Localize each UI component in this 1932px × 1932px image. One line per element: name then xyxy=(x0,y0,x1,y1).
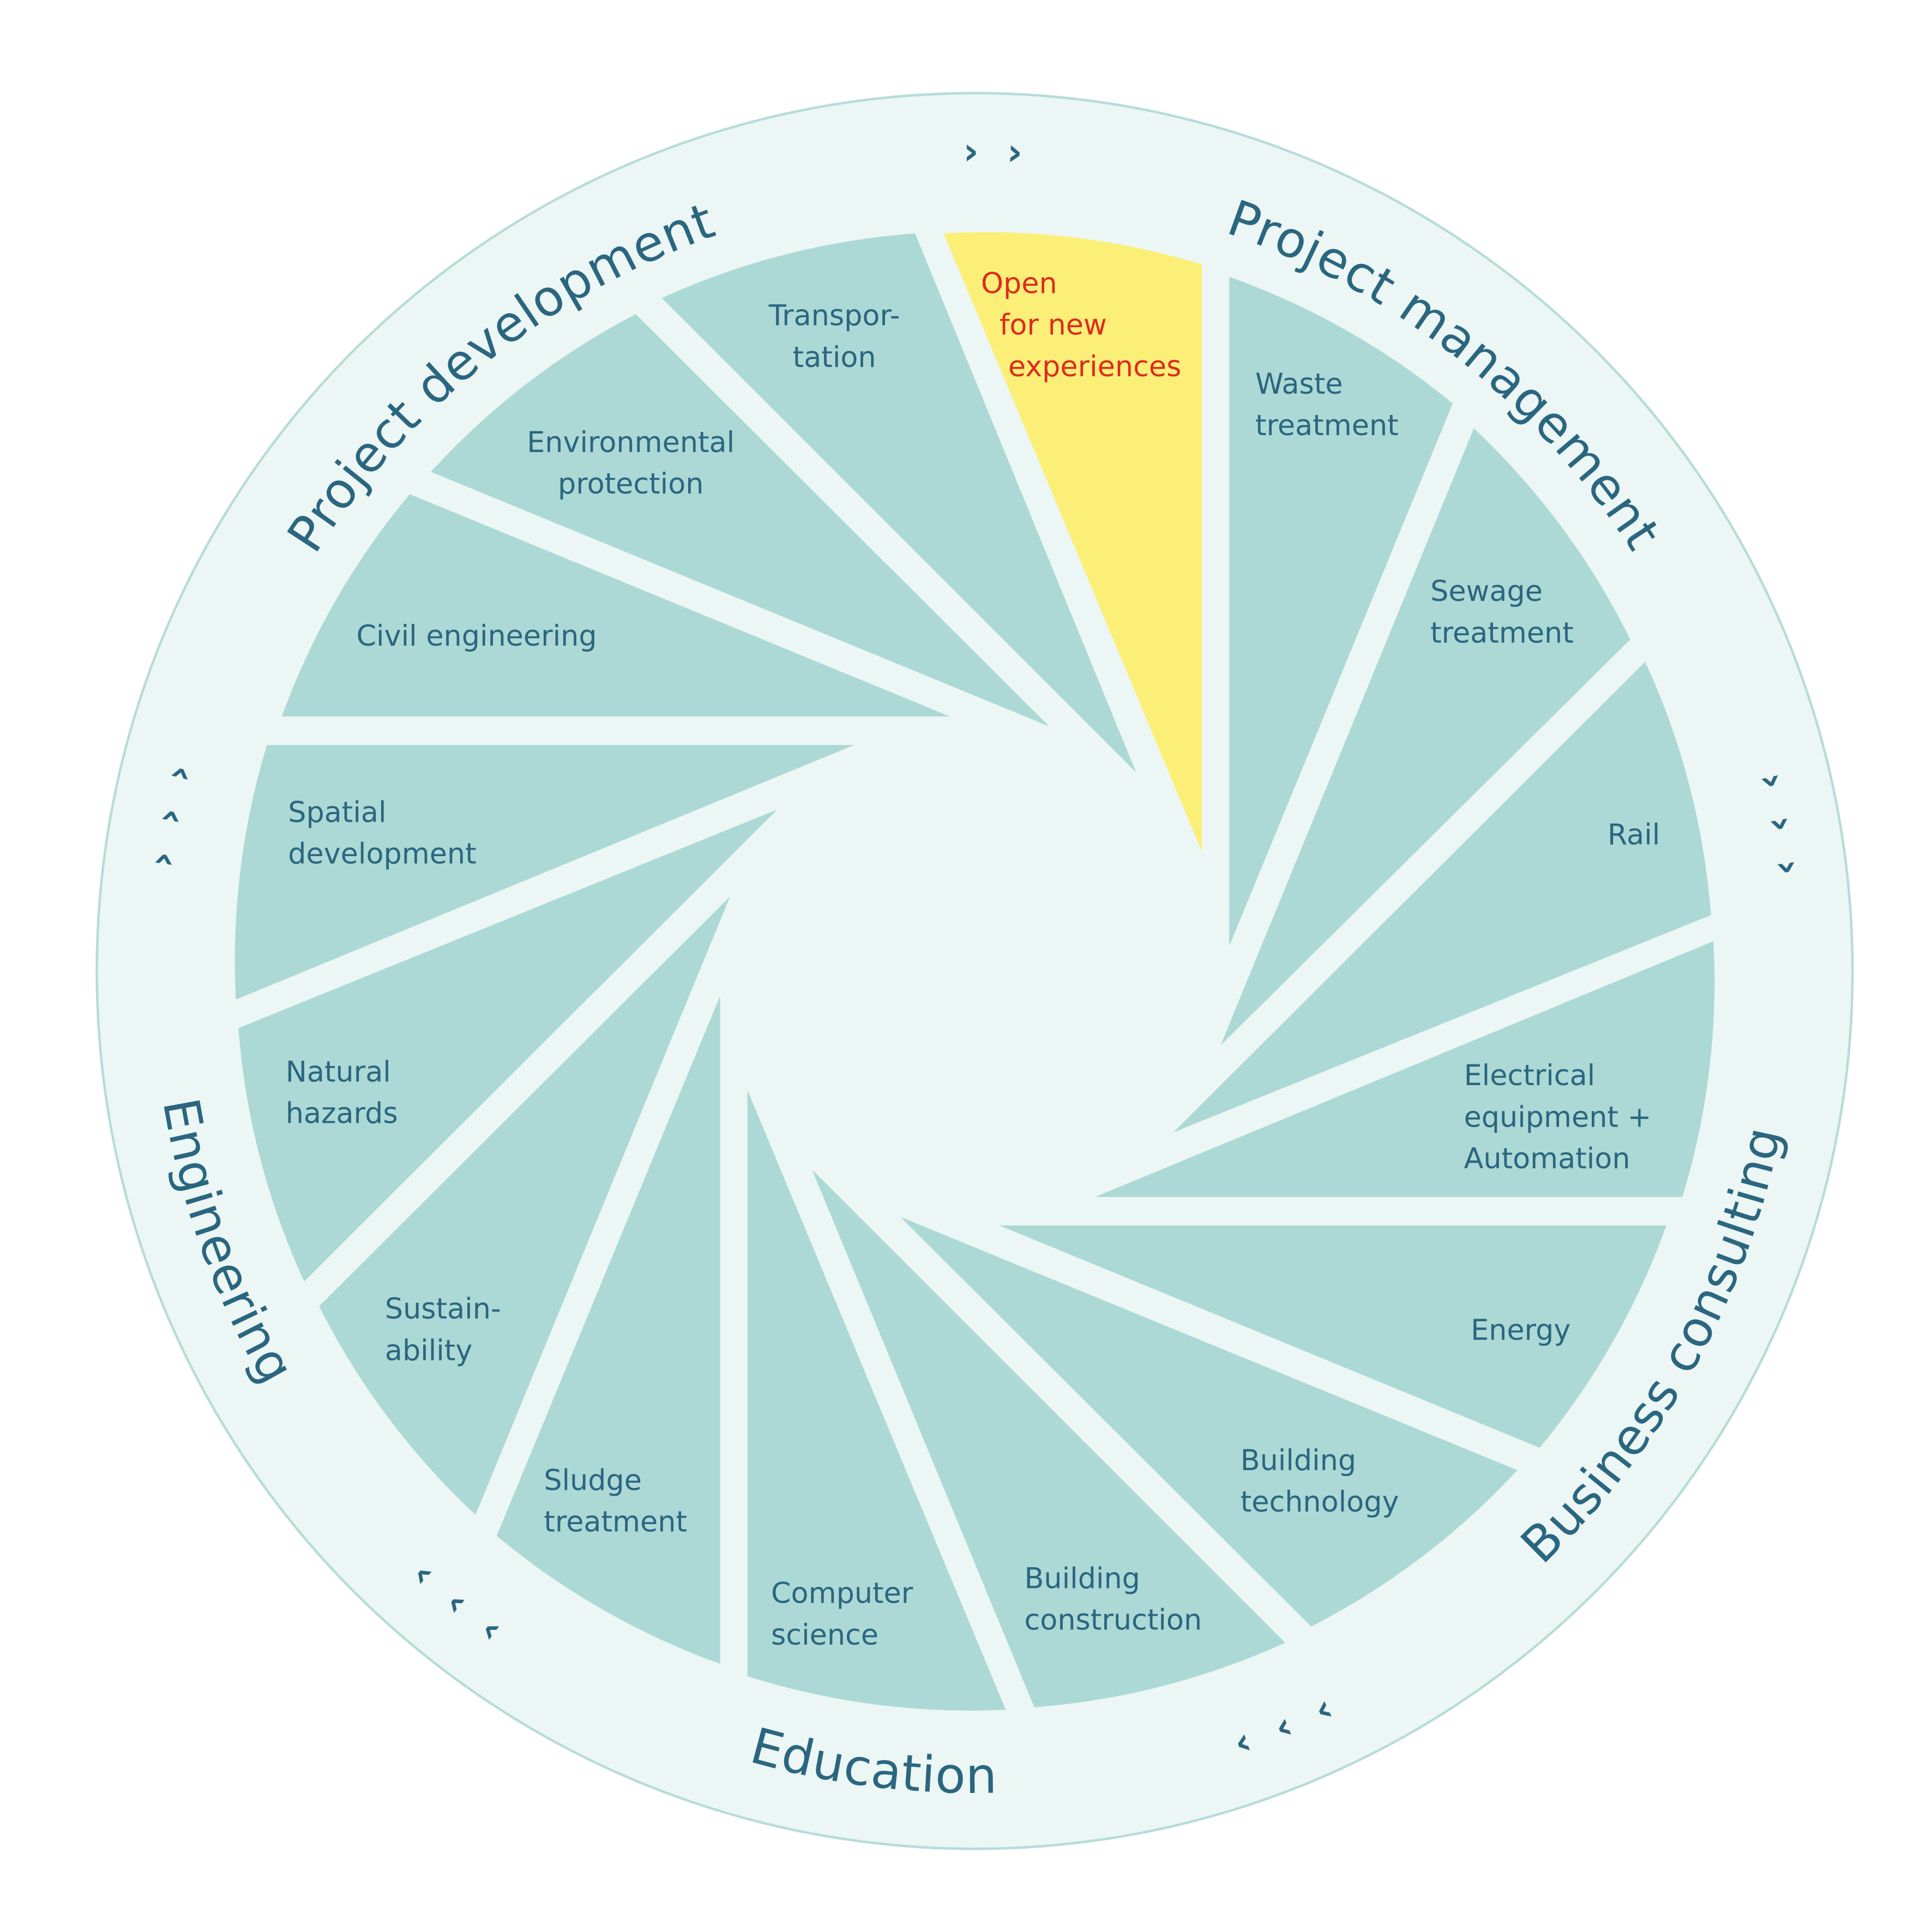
outer-ring xyxy=(95,92,1854,1850)
segment-wedge xyxy=(238,809,778,1281)
segment-label-line: treatment xyxy=(544,1506,687,1539)
segment-label-line: development xyxy=(288,838,476,871)
segment-label-line: tation xyxy=(793,341,876,374)
segment-label-line: science xyxy=(771,1618,878,1652)
segment-label-line: Energy xyxy=(1471,1314,1570,1347)
segment-wedge xyxy=(900,1217,1518,1627)
segment-wedge xyxy=(1095,941,1715,1197)
segment-label-line: equipment + xyxy=(1464,1100,1652,1134)
segment-label-line: protection xyxy=(558,467,703,501)
segment-label: Natural hazards xyxy=(286,1055,398,1130)
segment-wedge xyxy=(1220,428,1630,1046)
segment-label-line: Environmental xyxy=(527,426,735,459)
segment-label-line: Sludge xyxy=(544,1464,642,1497)
segment-label-line: Natural xyxy=(286,1055,391,1088)
segment-label-line: construction xyxy=(1025,1604,1202,1637)
segment-wedge xyxy=(747,1090,1006,1711)
segment-label-line: experiences xyxy=(1008,350,1181,383)
segment-wedge xyxy=(943,232,1202,852)
segment-label: Computer science xyxy=(771,1577,913,1652)
segment-label: Building construction xyxy=(1025,1562,1202,1636)
segment-label: Rail xyxy=(1608,818,1660,851)
segment-wedge xyxy=(319,896,730,1515)
segment-label-line: Computer xyxy=(771,1577,913,1610)
segment-label-line: treatment xyxy=(1255,409,1399,442)
segment-label-line: treatment xyxy=(1430,616,1574,649)
segment-label-line: Sewage xyxy=(1430,575,1543,608)
segment-label-line: Transpor- xyxy=(768,299,900,333)
segment-label-line: Civil engineering xyxy=(356,619,597,653)
segment-wedge xyxy=(431,314,1050,727)
segment-label: Open for new experiences xyxy=(981,267,1182,383)
segment-label-line: technology xyxy=(1241,1485,1399,1519)
segment-label: Building technology xyxy=(1241,1444,1399,1519)
segment-label: Transpor-tation xyxy=(768,299,900,374)
segment-label-line: for new xyxy=(1000,309,1107,342)
segment-label: Waste treatment xyxy=(1255,368,1399,442)
segment-label-line: hazards xyxy=(286,1097,398,1130)
segment-wedge xyxy=(1229,276,1453,947)
segment-label: Sustain-ability xyxy=(385,1292,501,1367)
segment-label-line: Electrical xyxy=(1464,1059,1596,1092)
segment-wedge xyxy=(234,745,854,1000)
segment-label-line: Rail xyxy=(1608,818,1660,851)
segment-label: Sewage treatment xyxy=(1430,575,1574,649)
segment-wedge xyxy=(496,996,720,1664)
segment-label-line: Open xyxy=(981,267,1057,300)
segment-wedge xyxy=(999,1225,1666,1448)
segment-label: Energy xyxy=(1471,1314,1570,1347)
segment-label-line: Building xyxy=(1025,1562,1140,1595)
segment-label: Sludge treatment xyxy=(544,1464,687,1538)
segment-label-line: Waste xyxy=(1255,368,1343,401)
segments-group xyxy=(234,232,1715,1711)
segment-wedge xyxy=(812,1169,1285,1707)
segment-wedge xyxy=(1173,661,1711,1133)
segment-label-line: Spatial xyxy=(288,796,386,829)
segment-label: Electrical equipment + Automation xyxy=(1464,1059,1652,1176)
segment-label-line: Sustain- xyxy=(385,1292,501,1326)
segment-label: Environmental protection xyxy=(527,426,735,501)
segment-label-line: Automation xyxy=(1464,1142,1630,1176)
segment-wedge xyxy=(661,233,1136,773)
segment-label: Civil engineering xyxy=(356,619,597,653)
segment-wedge xyxy=(281,494,950,717)
segment-label-line: ability xyxy=(385,1334,472,1367)
segment-label: Spatial development xyxy=(288,796,476,870)
segment-label-line: Building xyxy=(1241,1444,1356,1477)
